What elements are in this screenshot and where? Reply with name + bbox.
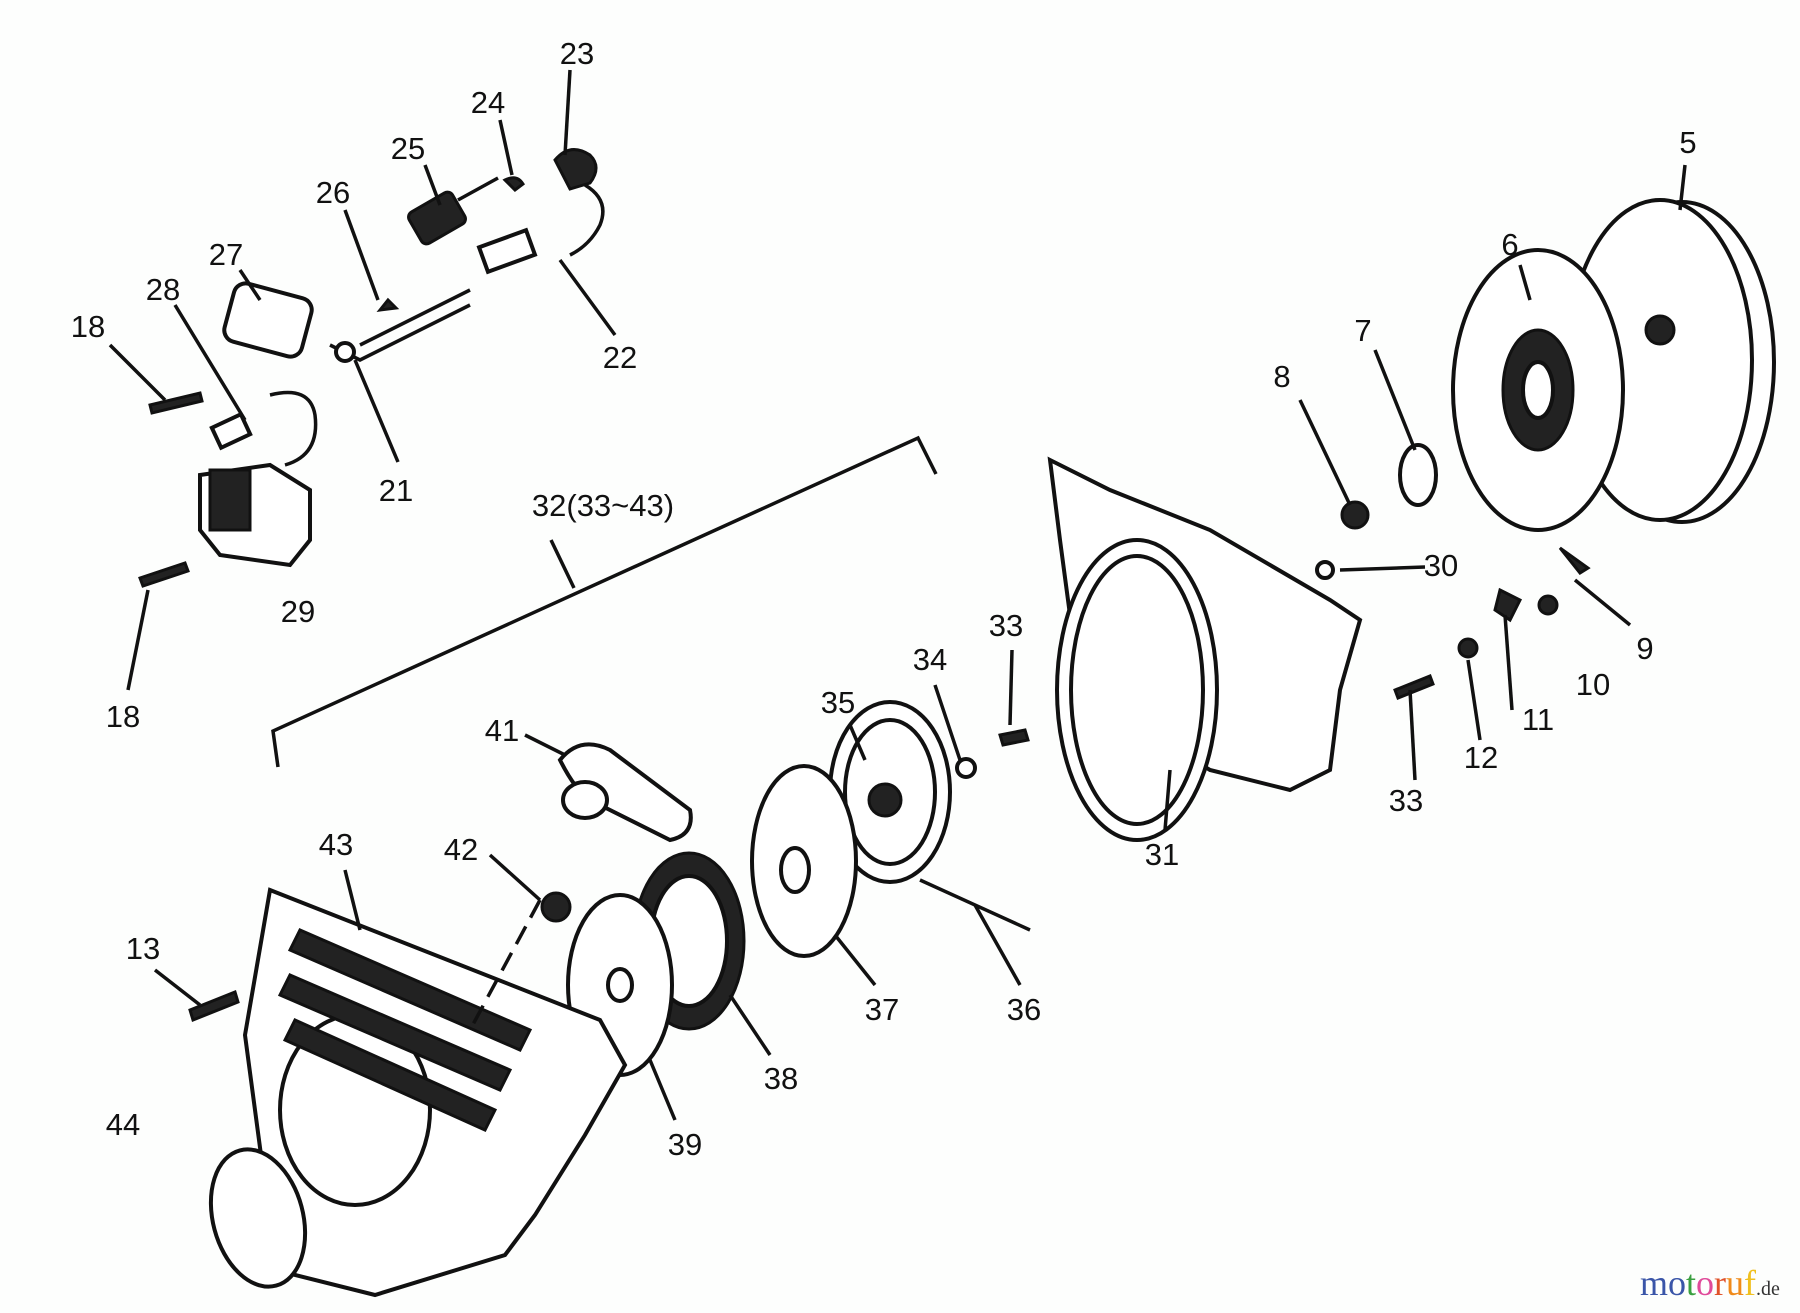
label-5: 5 [1679, 125, 1696, 160]
wm-letter: o [1668, 1263, 1687, 1303]
wm-letter: t [1686, 1263, 1697, 1303]
label-31: 31 [1145, 837, 1179, 872]
label-8: 8 [1273, 359, 1290, 394]
starter-cover-43 [242, 887, 628, 1298]
label-29: 29 [281, 594, 315, 629]
wm-letter: r [1714, 1263, 1727, 1303]
washer-7 [1398, 443, 1438, 507]
watermark-logo: motoruf.de [1640, 1262, 1780, 1304]
label-13: 13 [126, 931, 160, 966]
wm-letter: o [1696, 1263, 1715, 1303]
label-27: 27 [209, 237, 243, 272]
label-11: 11 [1522, 702, 1554, 737]
spark-plug-cap [476, 148, 605, 275]
label-18-lower: 18 [106, 699, 140, 734]
wm-suffix: .de [1756, 1278, 1780, 1300]
label-21: 21 [379, 473, 413, 508]
label-34: 34 [913, 642, 947, 677]
label-7: 7 [1354, 313, 1371, 348]
leader-32 [549, 539, 576, 589]
label-28: 28 [146, 272, 180, 307]
label-44: 44 [106, 1107, 140, 1142]
washer-12 [1457, 637, 1479, 659]
nut-8 [1340, 500, 1370, 530]
label-26: 26 [316, 175, 350, 210]
label-32: 32(33~43) [532, 488, 674, 523]
washer-34 [955, 757, 977, 779]
label-38: 38 [764, 1061, 798, 1096]
label-37: 37 [865, 992, 899, 1027]
ignition-coil [209, 281, 318, 467]
label-42: 42 [444, 832, 478, 867]
label-30: 30 [1424, 548, 1458, 583]
label-10: 10 [1576, 667, 1610, 702]
fan-housing [1047, 456, 1363, 842]
wm-letter: m [1640, 1263, 1669, 1303]
assembly-bracket [271, 435, 938, 768]
label-36: 36 [1007, 992, 1041, 1027]
ring-44 [208, 1147, 308, 1289]
plate-37-hole [779, 846, 811, 894]
part-labels: 23 24 25 26 27 28 18 22 21 29 18 32(33~4… [71, 36, 1697, 1162]
spark-plug [407, 176, 525, 246]
spring-9 [1558, 546, 1591, 575]
wm-letter: f [1744, 1263, 1757, 1303]
label-9: 9 [1636, 631, 1653, 666]
disc-39-hole [606, 967, 634, 1003]
label-35: 35 [821, 685, 855, 720]
label-41: 41 [485, 713, 519, 748]
label-43: 43 [319, 827, 353, 862]
pawl-11 [1493, 587, 1523, 623]
label-18: 18 [71, 309, 105, 344]
label-22: 22 [603, 340, 637, 375]
label-39: 39 [668, 1127, 702, 1162]
label-12: 12 [1464, 740, 1498, 775]
leader-lines [108, 69, 1687, 1121]
washer-30 [1315, 560, 1335, 580]
screw-42 [540, 891, 572, 923]
label-23: 23 [560, 36, 594, 71]
ignition-module [198, 462, 312, 568]
label-24: 24 [471, 85, 505, 120]
label-25: 25 [391, 131, 425, 166]
fan [1451, 248, 1625, 532]
ignition-lead [329, 288, 471, 363]
bolts [138, 391, 1435, 1023]
wm-letter: u [1726, 1263, 1745, 1303]
starter-handle-41 [557, 742, 693, 843]
label-6: 6 [1501, 227, 1518, 262]
label-33: 33 [989, 608, 1023, 643]
label-33-right: 33 [1389, 783, 1423, 818]
washer-10 [1537, 594, 1559, 616]
